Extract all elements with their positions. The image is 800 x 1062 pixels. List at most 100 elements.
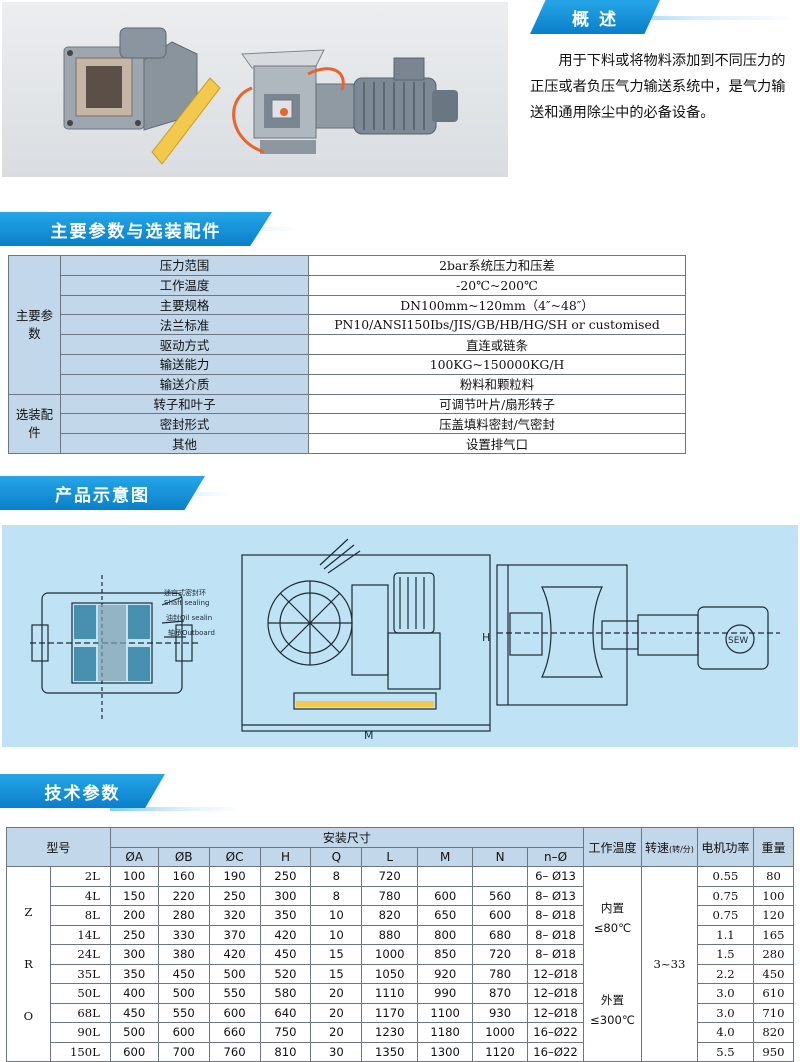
power-cell: 0.75 <box>696 905 754 926</box>
header-dim: N <box>472 846 529 867</box>
dim-cell-q: 15 <box>310 963 363 984</box>
dim-cell-h: 750 <box>259 1022 312 1043</box>
param-label: 输送能力 <box>60 353 309 375</box>
header-dim: ØB <box>157 846 210 867</box>
dim-cell-b: 700 <box>157 1041 210 1062</box>
dim-cell-c: 500 <box>208 963 261 984</box>
dim-cell-n: 16–Ø22 <box>527 1041 584 1062</box>
dim-cell-m: 850 <box>417 944 474 965</box>
dim-cell-n: 780 <box>472 963 529 984</box>
dim-cell-b: 450 <box>157 963 210 984</box>
header-temp: 工作温度 <box>582 827 642 867</box>
dim-cell-n <box>472 866 529 887</box>
dim-cell-n: 870 <box>472 983 529 1004</box>
overview-title: 概 述 <box>572 9 618 30</box>
param-value: DN100mm~120mm（4″~48″） <box>308 294 686 316</box>
header-dim: L <box>361 846 419 867</box>
dim-cell-l: 1050 <box>361 963 419 984</box>
dim-cell-n: 16–Ø22 <box>527 1022 584 1043</box>
param-value: 粉料和颗粒料 <box>308 373 686 395</box>
table-row: 密封形式 压盖填料密封/气密封 <box>9 413 686 435</box>
table-row: 驱动方式 直连或链条 <box>9 334 686 355</box>
dim-cell-a: 100 <box>109 866 159 887</box>
weight-cell: 950 <box>752 1041 795 1062</box>
dim-cell-n: 8– Ø18 <box>527 944 584 965</box>
dim-cell-l: 1170 <box>361 1002 419 1023</box>
dim-cell-h: 300 <box>259 885 312 906</box>
dim-cell-b: 600 <box>157 1022 210 1043</box>
params-table: 主要参数 压力范围 2bar系统压力和压差 工作温度 -20℃~200℃ 主要规… <box>8 255 686 454</box>
header-power: 电机功率 <box>696 827 754 867</box>
header-model: 型号 <box>6 827 111 867</box>
param-label: 工作温度 <box>60 274 309 296</box>
power-cell: 4.0 <box>696 1022 754 1043</box>
param-value: -20℃~200℃ <box>308 274 686 296</box>
dim-cell-b: 160 <box>157 866 210 887</box>
power-cell: 3.0 <box>696 1002 754 1023</box>
header-dim: ØC <box>208 846 261 867</box>
series-letter: R <box>24 957 33 971</box>
dim-cell-l: 1230 <box>361 1022 419 1043</box>
dim-cell-c: 190 <box>208 866 261 887</box>
dim-cell-q: 20 <box>310 1002 363 1023</box>
header-dim: n–Ø <box>527 846 584 867</box>
param-label: 压力范围 <box>60 255 309 276</box>
dim-cell-m <box>417 866 474 887</box>
label-m: M <box>364 729 374 742</box>
dim-cell-n: 560 <box>472 885 529 906</box>
power-cell: 2.2 <box>696 963 754 984</box>
dim-cell-b: 330 <box>157 924 210 945</box>
dim-cell-n: 12–Ø18 <box>527 963 584 984</box>
dim-cell-h: 580 <box>259 983 312 1004</box>
dim-cell-m: 800 <box>417 924 474 945</box>
tech-title: 技术参数 <box>44 783 121 804</box>
dim-cell-m: 990 <box>417 983 474 1004</box>
tech-tag-line <box>110 807 240 811</box>
params-title: 主要参数与选装配件 <box>50 221 222 242</box>
dim-cell-c: 600 <box>208 1002 261 1023</box>
dim-cell-b: 220 <box>157 885 210 906</box>
dim-cell-h: 520 <box>259 963 312 984</box>
model-cell: 50L <box>49 983 111 1004</box>
schematic-drawing: 迷宫式密封环 Shaft sealing 油封Oil sealin 轴承Outb… <box>30 538 780 742</box>
dim-cell-a: 350 <box>109 963 159 984</box>
dim-cell-c: 250 <box>208 885 261 906</box>
dim-cell-h: 640 <box>259 1002 312 1023</box>
header-dim: Q <box>310 846 363 867</box>
table-row: 选装配件 转子和叶子 可调节叶片/扇形转子 <box>8 393 686 454</box>
temp-outer-value: ≤300℃ <box>590 1013 635 1027</box>
table-row: 主要参数 压力范围 2bar系统压力和压差 <box>8 255 686 395</box>
dim-cell-l: 780 <box>361 885 419 906</box>
dim-cell-h: 420 <box>259 924 312 945</box>
tech-tag: 技术参数 <box>0 774 165 808</box>
param-label: 转子和叶子 <box>60 393 309 415</box>
weight-cell: 610 <box>752 983 795 1004</box>
param-label: 输送介质 <box>60 373 309 395</box>
param-label: 密封形式 <box>60 413 309 435</box>
dim-cell-n: 600 <box>472 905 529 926</box>
overview-text: 用于下料或将物料添加到不同压力的正压或者负压气力输送系统中，是气力输送和通用除尘… <box>530 53 786 121</box>
power-cell: 5.5 <box>696 1041 754 1062</box>
dim-cell-b: 550 <box>157 1002 210 1023</box>
dim-cell-n: 930 <box>472 1002 529 1023</box>
dim-cell-a: 500 <box>109 1022 159 1043</box>
dim-cell-a: 450 <box>109 1002 159 1023</box>
dim-cell-m: 600 <box>417 885 474 906</box>
dim-cell-h: 350 <box>259 905 312 926</box>
dim-cell-l: 1000 <box>361 944 419 965</box>
dim-cell-c: 550 <box>208 983 261 1004</box>
label-h: H <box>482 631 490 644</box>
dim-cell-h: 250 <box>259 866 312 887</box>
dim-cell-n: 8– Ø18 <box>527 924 584 945</box>
group-main: 主要参数 <box>8 255 61 395</box>
param-value: 100KG~150000KG/H <box>308 353 686 375</box>
dim-cell-b: 380 <box>157 944 210 965</box>
param-value: 压盖填料密封/气密封 <box>308 413 686 435</box>
